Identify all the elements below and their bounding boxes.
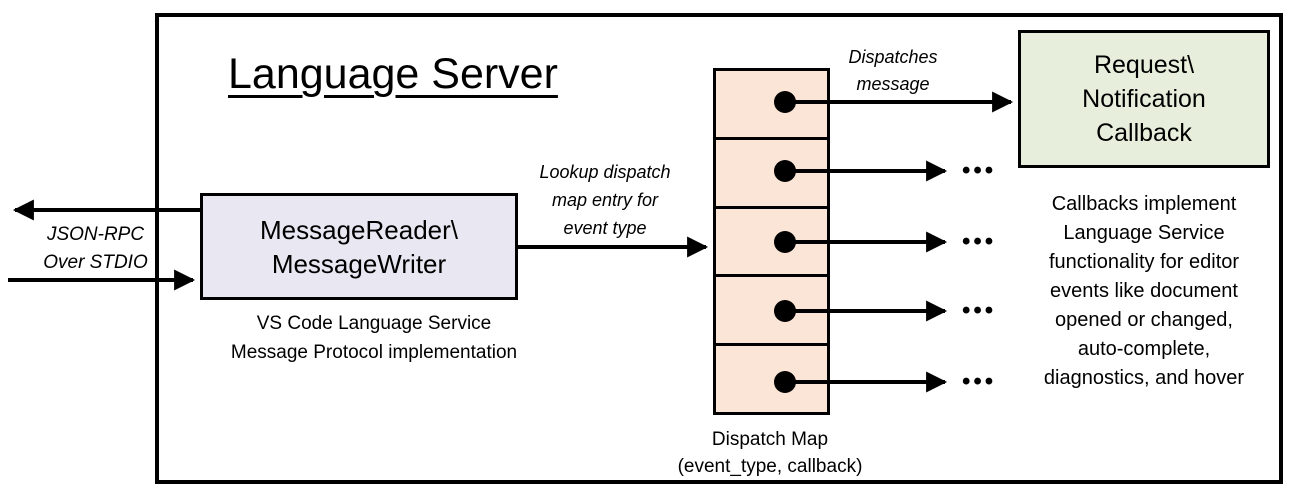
lookup-dispatch-label-line1: Lookup dispatch <box>539 162 671 182</box>
dispatch-cell <box>716 277 827 347</box>
callbacks-note: Callbacks implement Language Service fun… <box>1008 190 1280 393</box>
lookup-dispatch-label-line3: event type <box>563 218 647 238</box>
dispatch-cell <box>716 208 827 278</box>
diagram-title: Language Server <box>228 50 558 98</box>
more-callbacks-ellipsis: ••• <box>962 157 997 184</box>
lookup-dispatch-label-line2: map entry for <box>551 190 659 210</box>
dispatch-map-caption: Dispatch Map (event_type, callback) <box>648 426 892 480</box>
message-box-caption-line1: VS Code Language Service <box>256 313 492 334</box>
callbacks-note-line: diagnostics, and hover <box>1043 367 1245 389</box>
dispatches-message-label-line1: Dispatches <box>848 47 938 67</box>
message-box-line1: MessageReader\ <box>260 214 458 245</box>
request-notification-callback-box: Request\ Notification Callback <box>1018 30 1270 168</box>
language-server-box <box>155 13 1283 484</box>
callbacks-note-line: opened or changed, <box>1055 309 1233 331</box>
dispatches-message-label: Dispatches message <box>822 44 964 98</box>
dispatch-map <box>713 68 830 415</box>
more-callbacks-ellipsis: ••• <box>962 228 997 255</box>
json-rpc-label: JSON-RPC Over STDIO <box>18 221 173 277</box>
callbacks-note-line: events like document <box>1050 280 1238 302</box>
callback-box-line2: Notification <box>1082 85 1206 113</box>
dispatch-cell <box>716 139 827 209</box>
lookup-dispatch-label: Lookup dispatch map entry for event type <box>512 158 698 242</box>
more-callbacks-ellipsis: ••• <box>962 368 997 395</box>
callbacks-note-line: auto-complete, <box>1077 338 1211 360</box>
callbacks-note-line: Language Service <box>1063 222 1225 244</box>
callback-box-line3: Callback <box>1096 119 1192 147</box>
callbacks-note-line: functionality for editor <box>1048 251 1240 273</box>
message-box-line2: MessageWriter <box>271 248 447 279</box>
callback-box-line1: Request\ <box>1093 51 1195 79</box>
dispatches-message-label-line2: message <box>856 74 930 94</box>
message-box-caption-line2: Message Protocol implementation <box>230 342 518 363</box>
callbacks-note-line: Callbacks implement <box>1051 193 1237 215</box>
dispatch-cell <box>716 71 827 140</box>
message-reader-writer-box: MessageReader\ MessageWriter <box>200 193 518 300</box>
dispatch-map-caption-line2: (event_type, callback) <box>677 456 863 477</box>
json-rpc-label-line1: JSON-RPC <box>46 224 145 245</box>
message-box-caption: VS Code Language Service Message Protoco… <box>200 309 548 367</box>
more-callbacks-ellipsis: ••• <box>962 297 997 324</box>
json-rpc-label-line2: Over STDIO <box>43 252 148 273</box>
dispatch-map-caption-line1: Dispatch Map <box>711 429 829 450</box>
dispatch-cell <box>716 346 827 412</box>
